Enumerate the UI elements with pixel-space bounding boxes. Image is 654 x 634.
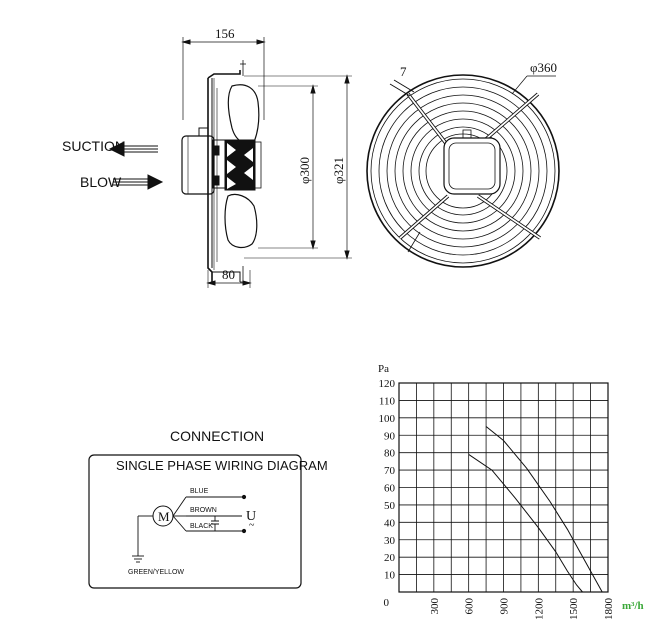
y-tick-label: 50 [384, 500, 396, 512]
dim-outer-label: φ360 [530, 60, 557, 75]
dim-ring-label: φ321 [331, 157, 346, 184]
side-view [108, 37, 352, 288]
x-tick-label: 900 [499, 598, 511, 615]
wire-ground-label: GREEN/YELLOW [128, 569, 184, 576]
motor-symbol-letter: M [158, 509, 170, 524]
y-tick-label: 110 [379, 395, 396, 407]
y-tick-label: 120 [379, 378, 396, 390]
y-tick-label: 90 [384, 430, 396, 442]
y-tick-label: 40 [384, 517, 396, 529]
wiring-diagram-box [88, 454, 302, 589]
blow-label: BLOW [80, 174, 122, 190]
y-tick-label: 0 [384, 597, 390, 609]
y-tick-label: 80 [384, 448, 396, 460]
y-tick-label: 60 [384, 483, 396, 495]
y-tick-label: 20 [384, 552, 396, 564]
x-tick-label: 1500 [568, 598, 580, 621]
wiring-box-title: SINGLE PHASE WIRING DIAGRAM [116, 458, 328, 473]
x-tick-label: 1200 [533, 598, 545, 621]
supply-tilde: ~ [249, 520, 255, 531]
dim-hole-label: 7 [400, 64, 407, 79]
dim-depth-label: 156 [215, 26, 235, 41]
performance-curve-1 [485, 426, 603, 593]
y-tick-label: 10 [384, 570, 396, 582]
wire-black-label: BLACK [190, 523, 213, 530]
x-axis-label: m³/h [622, 600, 644, 612]
x-tick-label: 1800 [603, 598, 615, 621]
wire-brown-label: BROWN [190, 507, 217, 514]
y-tick-label: 100 [379, 413, 396, 425]
y-tick-label: 30 [384, 535, 396, 547]
dim-base-label: 80 [222, 267, 235, 282]
dim-blade-label: φ300 [297, 157, 312, 184]
front-view [366, 74, 560, 268]
wire-blue-label: BLUE [190, 488, 209, 495]
suction-label: SUCTION [62, 138, 125, 154]
performance-curve-2 [468, 453, 583, 593]
y-axis-label: Pa [378, 363, 389, 375]
x-tick-label: 300 [429, 598, 441, 615]
supply-symbol: U [246, 509, 256, 524]
y-tick-label: 70 [384, 465, 396, 477]
x-tick-label: 600 [464, 598, 476, 615]
connection-title: CONNECTION [170, 428, 264, 444]
